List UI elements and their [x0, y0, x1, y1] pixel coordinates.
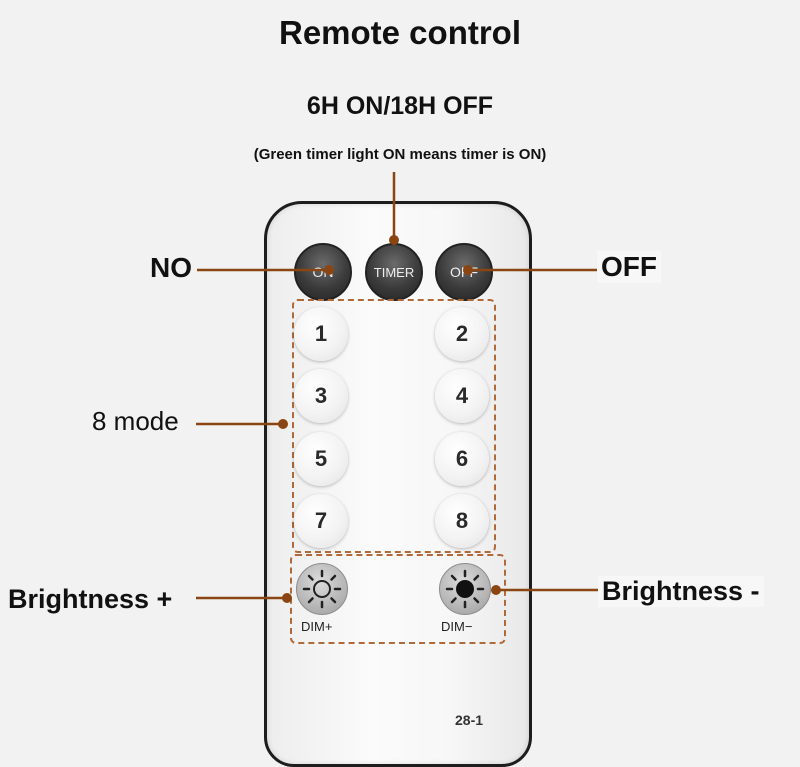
- model-number: 28-1: [455, 712, 484, 728]
- dim-up-button[interactable]: [296, 563, 348, 615]
- mode-button-8[interactable]: 8: [435, 494, 489, 548]
- mode-callout-label: 8 mode: [92, 406, 179, 436]
- timer-button[interactable]: TIMER: [365, 243, 423, 301]
- sun-filled-icon: [445, 569, 485, 609]
- dim-down-label: DIM−: [441, 619, 473, 634]
- on-callout-label: NO: [150, 252, 192, 283]
- on-button[interactable]: ON: [294, 243, 352, 301]
- dim-up-label: DIM+: [301, 619, 333, 634]
- mode-button-5[interactable]: 5: [294, 432, 348, 486]
- diagram-title: Remote control: [278, 14, 522, 51]
- mode-button-1[interactable]: 1: [294, 307, 348, 361]
- off-button[interactable]: OFF: [435, 243, 493, 301]
- mode-button-3[interactable]: 3: [294, 369, 348, 423]
- mode-group-box: [292, 299, 496, 553]
- timer-note: (Green timer light ON means timer is ON): [253, 146, 547, 163]
- dim-down-button[interactable]: [439, 563, 491, 615]
- mode-button-7[interactable]: 7: [294, 494, 348, 548]
- mode-button-6[interactable]: 6: [435, 432, 489, 486]
- off-callout-label: OFF: [597, 251, 661, 283]
- mode-button-4[interactable]: 4: [435, 369, 489, 423]
- brightness-up-label: Brightness +: [8, 584, 173, 614]
- mode-button-2[interactable]: 2: [435, 307, 489, 361]
- sun-outline-icon: [302, 569, 342, 609]
- timer-heading: 6H ON/18H OFF: [306, 92, 494, 120]
- brightness-down-label: Brightness -: [598, 576, 764, 607]
- remote-control: ON TIMER OFF 1 2 3 4 5 6 7 8: [264, 201, 532, 767]
